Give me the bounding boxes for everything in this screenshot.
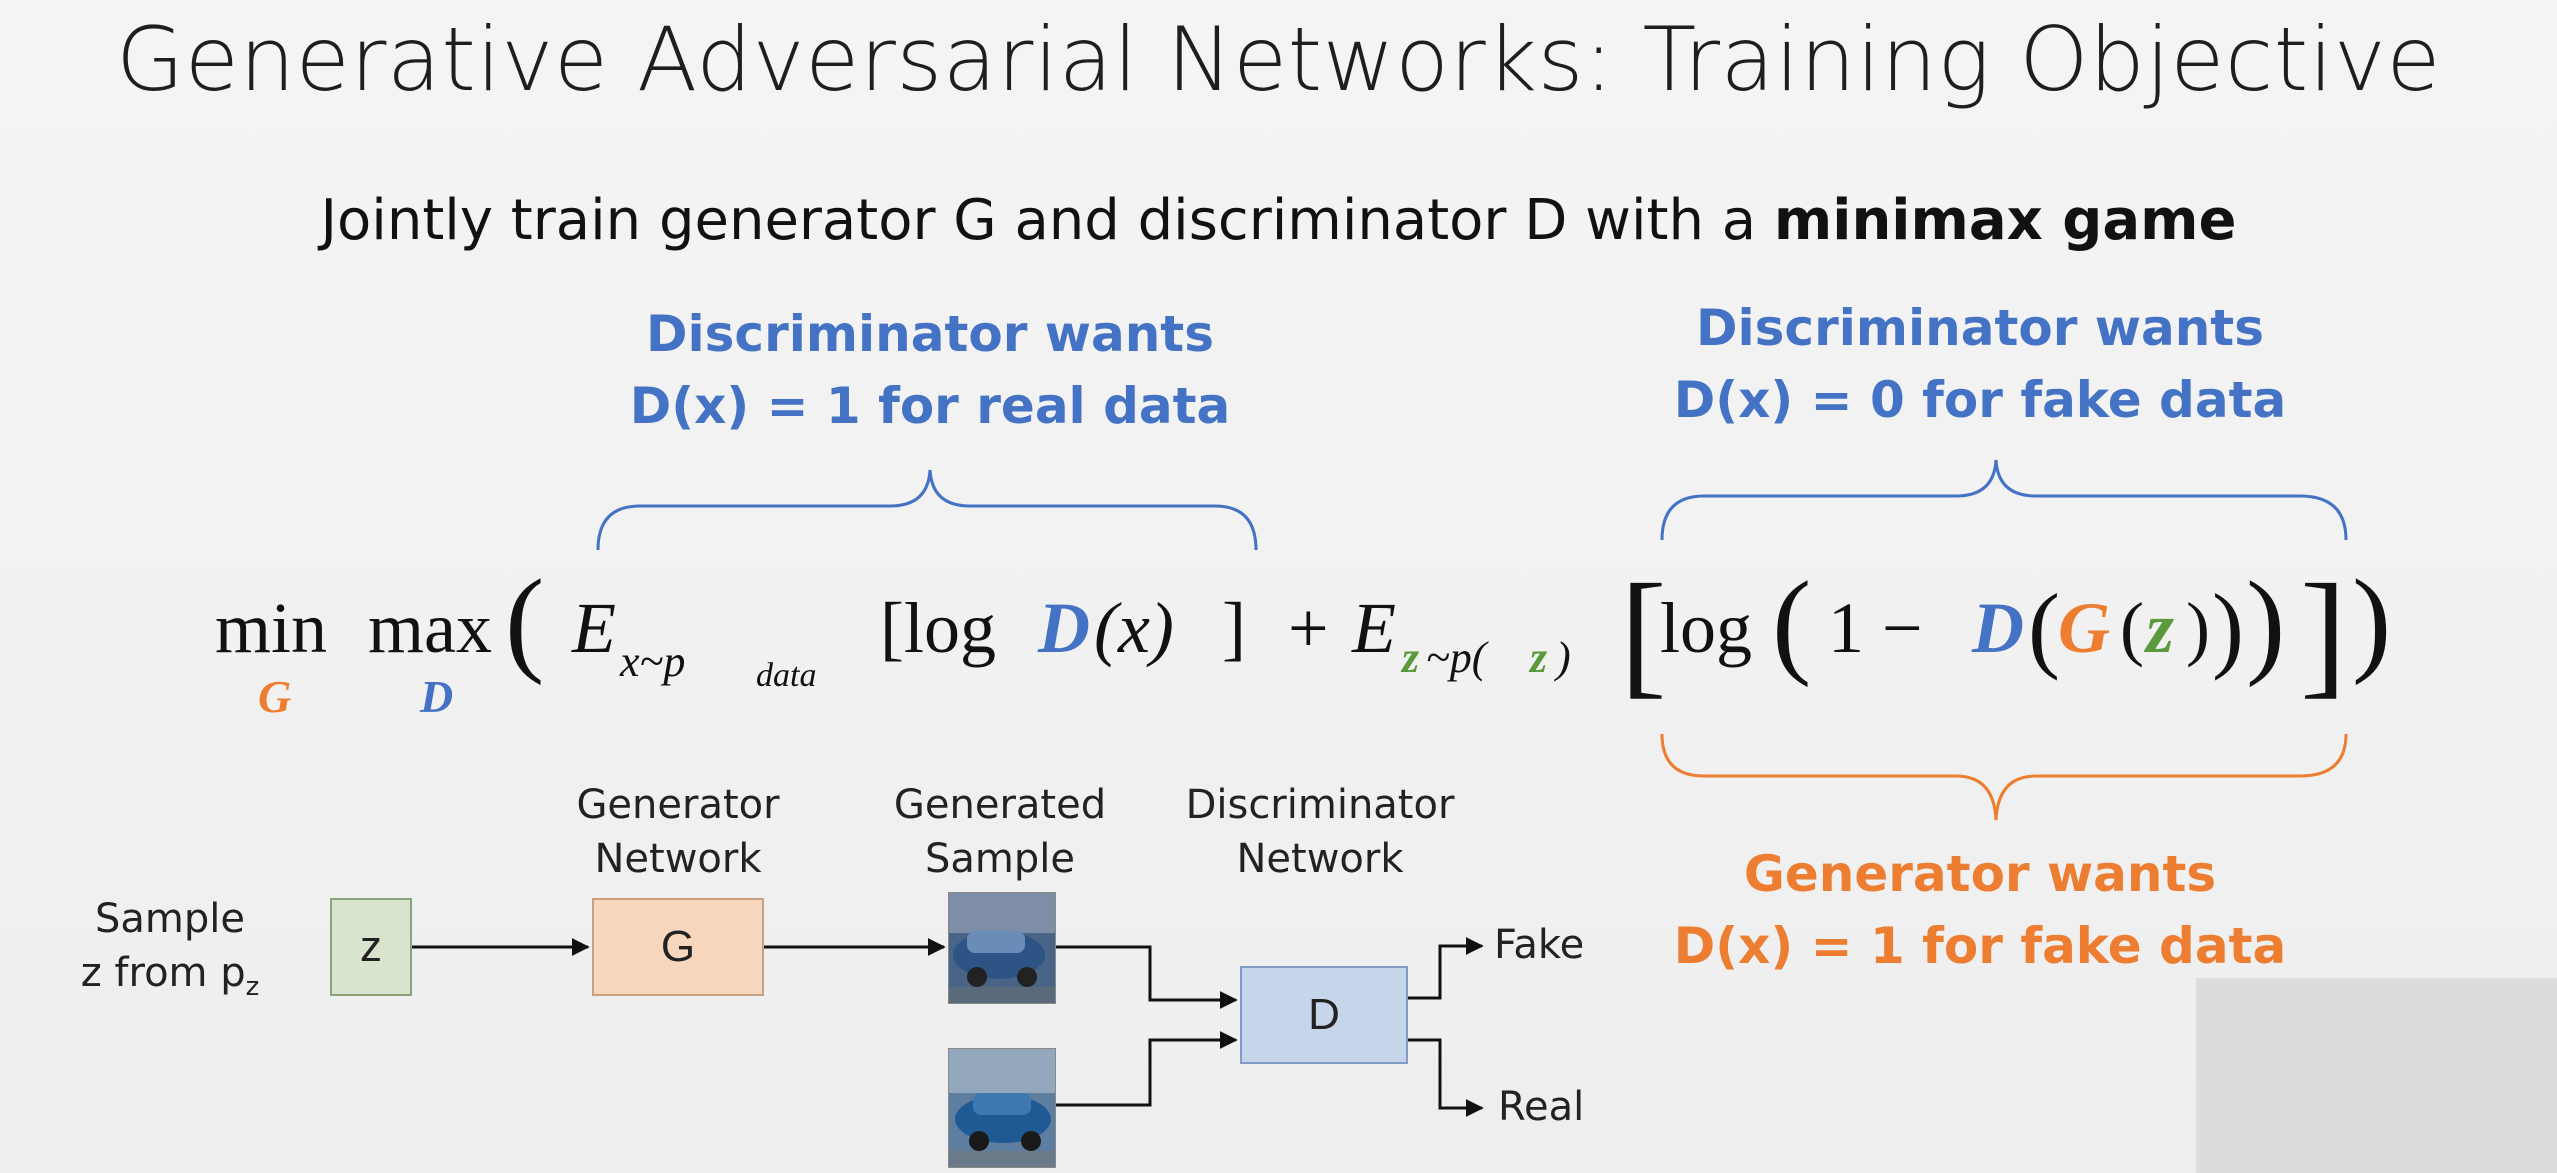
generator-label-line1: Generator bbox=[576, 782, 780, 828]
generated-car-image bbox=[949, 893, 1055, 1003]
brace-fake bbox=[1660, 459, 2348, 541]
generated-sample-label: Generated Sample bbox=[870, 778, 1130, 886]
eq-paren-open: ( bbox=[505, 555, 544, 686]
generated-sample-image bbox=[948, 892, 1056, 1004]
generator-label-line2: Network bbox=[594, 836, 762, 882]
eq-x-arg: (x) bbox=[1094, 588, 1174, 668]
eq-E2: E bbox=[1351, 588, 1396, 668]
annotation-gen-fake-line1: Generator wants bbox=[1743, 845, 2217, 903]
eq-E1-sub: x~p bbox=[619, 637, 685, 686]
sample-label-line2: z from pz bbox=[70, 946, 270, 1014]
eq-D2: D bbox=[1971, 588, 2024, 668]
eq-p-close2: ) bbox=[2212, 574, 2244, 681]
eq-plus: + bbox=[1288, 588, 1329, 668]
eq-inner-close: ) bbox=[2246, 557, 2285, 688]
arrow-sample-d bbox=[1055, 945, 1238, 1009]
annotation-disc-fake: Discriminator wants D(x) = 0 for fake da… bbox=[1580, 292, 2380, 436]
real-sample-image bbox=[948, 1048, 1056, 1168]
discriminator-label-line2: Network bbox=[1236, 836, 1404, 882]
sample-label-line2-text: z from p bbox=[80, 950, 246, 996]
eq-E2-close: ) bbox=[1553, 633, 1571, 682]
brace-real bbox=[596, 469, 1258, 551]
annotation-disc-fake-line1: Discriminator wants bbox=[1696, 299, 2264, 357]
eq-E1: E bbox=[571, 588, 616, 668]
eq-E2-z2: z bbox=[1528, 633, 1547, 682]
arrow-d-fake bbox=[1408, 937, 1484, 1000]
generated-label-line1: Generated bbox=[893, 782, 1107, 828]
eq-D1: D bbox=[1037, 588, 1090, 668]
subtitle: Jointly train generator G and discrimina… bbox=[0, 188, 2557, 253]
corner-overlay bbox=[2196, 978, 2557, 1173]
eq-p-close: ) bbox=[2186, 588, 2210, 668]
eq-p-open: ( bbox=[2028, 574, 2060, 681]
eq-log: log bbox=[1660, 588, 1752, 668]
z-box: z bbox=[330, 898, 412, 996]
eq-paren-close: ) bbox=[2352, 555, 2391, 686]
sample-label-line2-sub: z bbox=[245, 972, 260, 1002]
output-real-label: Real bbox=[1498, 1084, 1585, 1130]
eq-p-open2: ( bbox=[2120, 588, 2144, 668]
arrow-d-real bbox=[1408, 1038, 1484, 1117]
eq-E2-z: z bbox=[1400, 633, 1419, 682]
subtitle-bold: minimax game bbox=[1773, 188, 2237, 253]
annotation-disc-real: Discriminator wants D(x) = 1 for real da… bbox=[560, 298, 1300, 442]
eq-term2-close: ] bbox=[2300, 556, 2347, 711]
annotation-gen-fake-line2: D(x) = 1 for fake data bbox=[1673, 917, 2287, 975]
annotation-disc-real-line1: Discriminator wants bbox=[646, 305, 1214, 363]
sample-label: Sample z from pz bbox=[70, 892, 270, 1014]
generated-label-line2: Sample bbox=[925, 836, 1075, 882]
sample-label-line1: Sample bbox=[95, 896, 245, 942]
real-car-image bbox=[949, 1049, 1055, 1167]
slide-title: Generative Adversarial Networks: Trainin… bbox=[116, 8, 2441, 111]
eq-term2-open: [ bbox=[1620, 556, 1667, 711]
eq-term1-open: [log bbox=[880, 588, 1014, 668]
eq-min: min bbox=[215, 588, 327, 668]
annotation-disc-real-line2: D(x) = 1 for real data bbox=[629, 377, 1231, 435]
eq-max: max bbox=[368, 588, 492, 668]
eq-G: G bbox=[2058, 588, 2110, 668]
discriminator-label: Discriminator Network bbox=[1160, 778, 1480, 886]
eq-one-minus: 1 − bbox=[1828, 588, 1923, 668]
arrow-real-d bbox=[1055, 1031, 1238, 1107]
eq-max-sub: D bbox=[419, 671, 453, 722]
eq-min-sub: G bbox=[258, 671, 291, 722]
g-box: G bbox=[592, 898, 764, 996]
eq-inner-open: ( bbox=[1772, 557, 1811, 688]
eq-E1-subsub: data bbox=[756, 657, 816, 694]
generator-label: Generator Network bbox=[548, 778, 808, 886]
discriminator-label-line1: Discriminator bbox=[1185, 782, 1455, 828]
annotation-gen-fake: Generator wants D(x) = 1 for fake data bbox=[1580, 838, 2380, 982]
output-fake-label: Fake bbox=[1494, 922, 1585, 968]
brace-gen bbox=[1660, 733, 2348, 821]
annotation-disc-fake-line2: D(x) = 0 for fake data bbox=[1673, 371, 2287, 429]
eq-z: z bbox=[2143, 588, 2174, 668]
eq-term1-close: ] bbox=[1222, 588, 1246, 668]
d-box: D bbox=[1240, 966, 1408, 1064]
subtitle-text: Jointly train generator G and discrimina… bbox=[320, 188, 1774, 253]
eq-E2-mid: ~p( bbox=[1426, 633, 1489, 682]
